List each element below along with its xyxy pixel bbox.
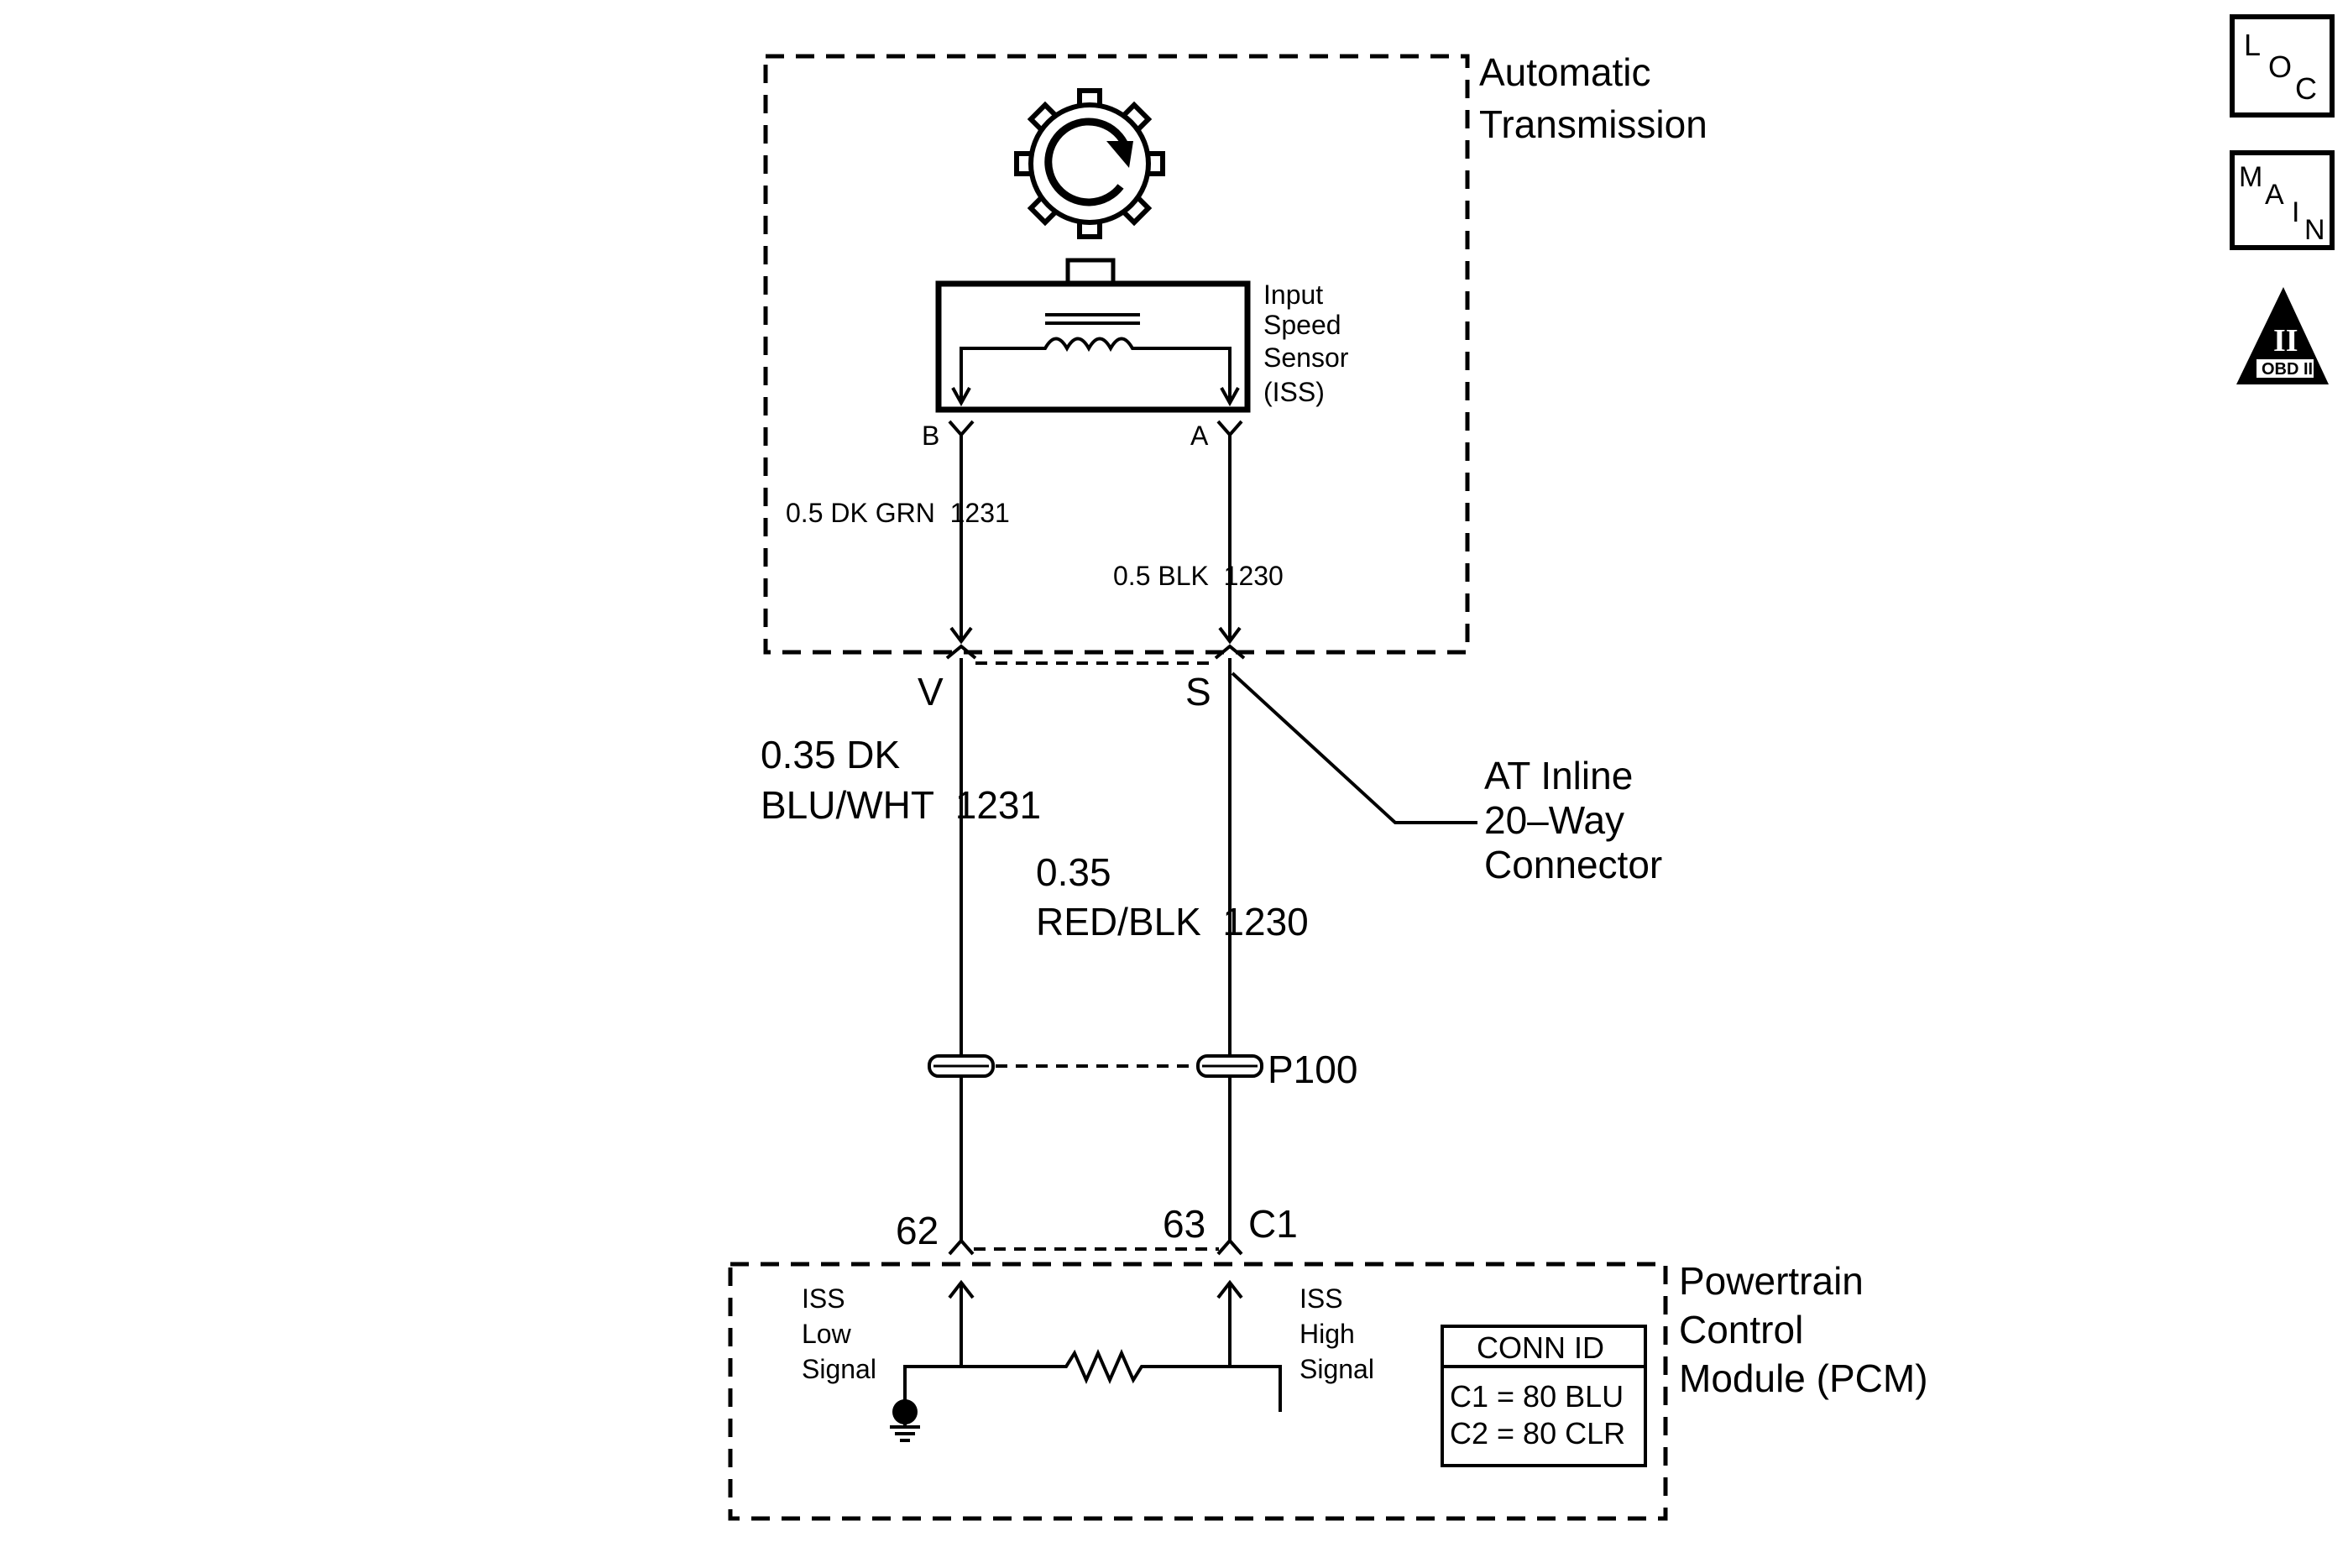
wire-1230-lower-label-line1: 0.35	[1036, 850, 1111, 894]
main-letter-m: M	[2239, 161, 2262, 193]
ground-icon	[890, 1393, 920, 1442]
main-letter-a: A	[2265, 179, 2284, 211]
pcm-section: Powertrain Control Module (PCM) ISS Low …	[728, 1259, 1928, 1521]
main-letter-i: I	[2292, 196, 2299, 228]
pcm-pin-63: 63	[1163, 1202, 1205, 1246]
splice-p100: P100	[928, 1048, 1357, 1091]
conn-id-table: CONN ID C1 = 80 BLU C2 = 80 CLR	[1441, 1325, 1647, 1467]
sensor-pin-a: A	[1190, 421, 1209, 451]
wire-1231-lower-label-line1: 0.35 DK	[761, 733, 901, 776]
pcm-pin-62: 62	[896, 1209, 939, 1252]
input-speed-sensor: Input Speed Sensor (ISS)	[935, 258, 1349, 413]
inline-connector-leader	[1231, 672, 1477, 824]
loc-letter-l: L	[2244, 28, 2261, 62]
transmission-title-line1: Automatic	[1479, 50, 1651, 94]
wire-1230-lower-label-line2: RED/BLK 1230	[1036, 900, 1309, 943]
pcm-connector-c1: C1	[1248, 1202, 1298, 1246]
pin-b-connector	[948, 420, 975, 438]
main-button[interactable]: M A I N	[2230, 150, 2335, 250]
splice-label: P100	[1268, 1048, 1357, 1091]
wire-1231-upper-label: 0.5 DK GRN 1231	[786, 498, 1010, 528]
sensor-pin-b: B	[922, 421, 939, 451]
pcm-boundary	[728, 1262, 1668, 1521]
pin-a-connector	[1216, 420, 1243, 438]
inline-connector-name-line3: Connector	[1484, 843, 1662, 886]
wire-1230-upper-label: 0.5 BLK 1230	[1113, 561, 1284, 591]
iss-high-label-line1: ISS	[1300, 1283, 1343, 1314]
inline-connector-name-line2: 20–Way	[1484, 798, 1624, 842]
conn-id-row2: C2 = 80 CLR	[1450, 1416, 1625, 1450]
iss-high-label-line2: High	[1300, 1319, 1355, 1349]
wire-1231-lower-label-line2: BLU/WHT 1231	[761, 783, 1041, 827]
loc-button[interactable]: L O C	[2230, 14, 2335, 118]
sensor-coil-icon	[960, 337, 1232, 401]
transmission-title-line2: Transmission	[1479, 102, 1707, 146]
inline-pin-s: S	[1185, 670, 1211, 713]
iss-low-label-line1: ISS	[802, 1283, 845, 1314]
loc-letter-o: O	[2268, 50, 2292, 84]
obd-text: OBD II	[2262, 360, 2313, 379]
conn-id-row1: C1 = 80 BLU	[1450, 1379, 1624, 1414]
transmission-section: Automatic Transmission	[763, 50, 1707, 655]
loc-letter-c: C	[2295, 71, 2317, 106]
transmission-boundary	[763, 54, 1470, 655]
inline-connector-name-line1: AT Inline	[1484, 754, 1633, 797]
pcm-title-line1: Powertrain	[1679, 1259, 1864, 1303]
inline-pin-v: V	[918, 670, 944, 713]
sensor-name-line1: Input	[1263, 280, 1323, 310]
inline-connector: V S AT Inline 20–Way Connector	[918, 644, 1662, 886]
pcm-internal-circuit	[903, 1349, 1282, 1412]
main-letter-n: N	[2304, 214, 2325, 246]
sensor-name-line4: (ISS)	[1263, 377, 1325, 407]
iss-low-label-line3: Signal	[802, 1354, 876, 1384]
sensor-name-line3: Sensor	[1263, 342, 1349, 373]
reluctor-wheel-icon	[1014, 88, 1165, 239]
iss-high-label-line3: Signal	[1300, 1354, 1374, 1384]
lower-wiring: 0.35 DK BLU/WHT 1231 0.35 RED/BLK 1230 P…	[761, 658, 1357, 1256]
pcm-title-line3: Module (PCM)	[1679, 1356, 1928, 1400]
pcm-title-line2: Control	[1679, 1308, 1803, 1351]
conn-id-header: CONN ID	[1477, 1330, 1604, 1365]
iss-low-label-line2: Low	[802, 1319, 852, 1349]
obd-numeral: II	[2273, 323, 2298, 358]
obd-ii-icon[interactable]: II OBD II	[2236, 287, 2329, 384]
sensor-name-line2: Speed	[1263, 310, 1341, 340]
